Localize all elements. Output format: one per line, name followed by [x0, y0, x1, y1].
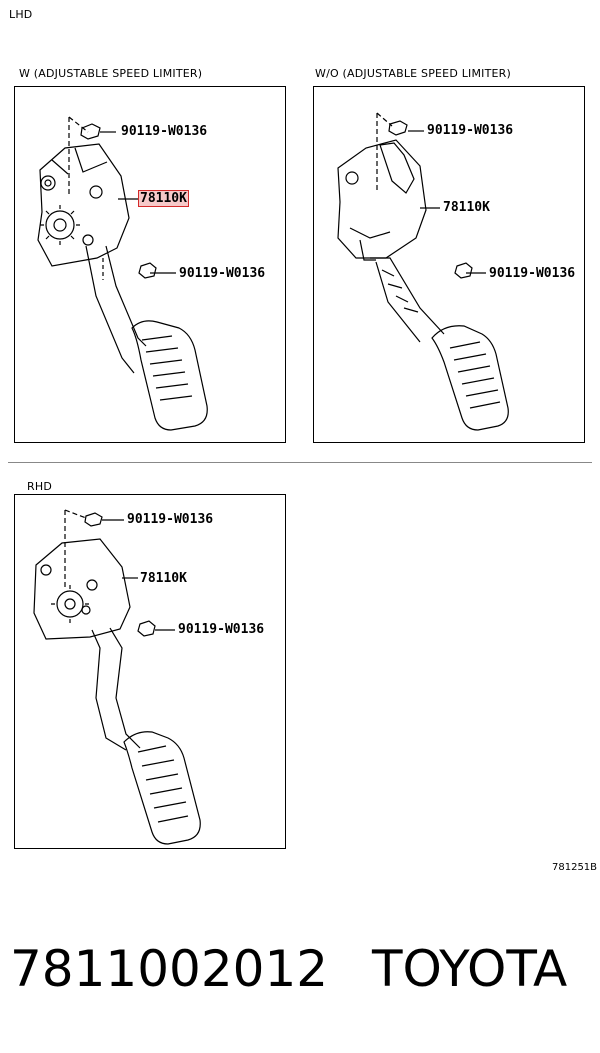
callout-bolt-bottom-1: 90119-W0136 [179, 266, 266, 281]
panel-with-speed-limiter [14, 86, 286, 443]
callout-bolt-top-1: 90119-W0136 [121, 124, 208, 139]
callout-bolt-bottom-2: 90119-W0136 [489, 266, 576, 281]
callout-bolt-bottom-rhd: 90119-W0136 [178, 622, 265, 637]
callout-bolt-top-2: 90119-W0136 [427, 123, 514, 138]
callout-pedal-part-rhd: 78110K [140, 571, 187, 586]
callout-pedal-part-1-highlighted[interactable]: 78110K [138, 190, 189, 207]
brand-name: TOYOTA [372, 940, 568, 998]
pedal-assembly-drawing-rhd [33, 509, 201, 845]
panel-without-speed-limiter [313, 86, 585, 443]
drive-label-lhd: LHD [9, 8, 33, 21]
callout-bolt-top-rhd: 90119-W0136 [127, 512, 214, 527]
panel-1-caption: W (ADJUSTABLE SPEED LIMITER) [19, 67, 203, 80]
pedal-assembly-drawing-1 [37, 116, 208, 431]
callout-pedal-part-2: 78110K [443, 200, 490, 215]
part-number: 7811002012 [10, 940, 329, 998]
pedal-assembly-drawing-2 [337, 112, 509, 431]
section-divider [8, 462, 592, 463]
panel-rhd [14, 494, 286, 849]
panel-2-caption: W/O (ADJUSTABLE SPEED LIMITER) [315, 67, 512, 80]
drive-label-rhd: RHD [27, 480, 52, 493]
figure-code: 781251B [552, 862, 598, 873]
